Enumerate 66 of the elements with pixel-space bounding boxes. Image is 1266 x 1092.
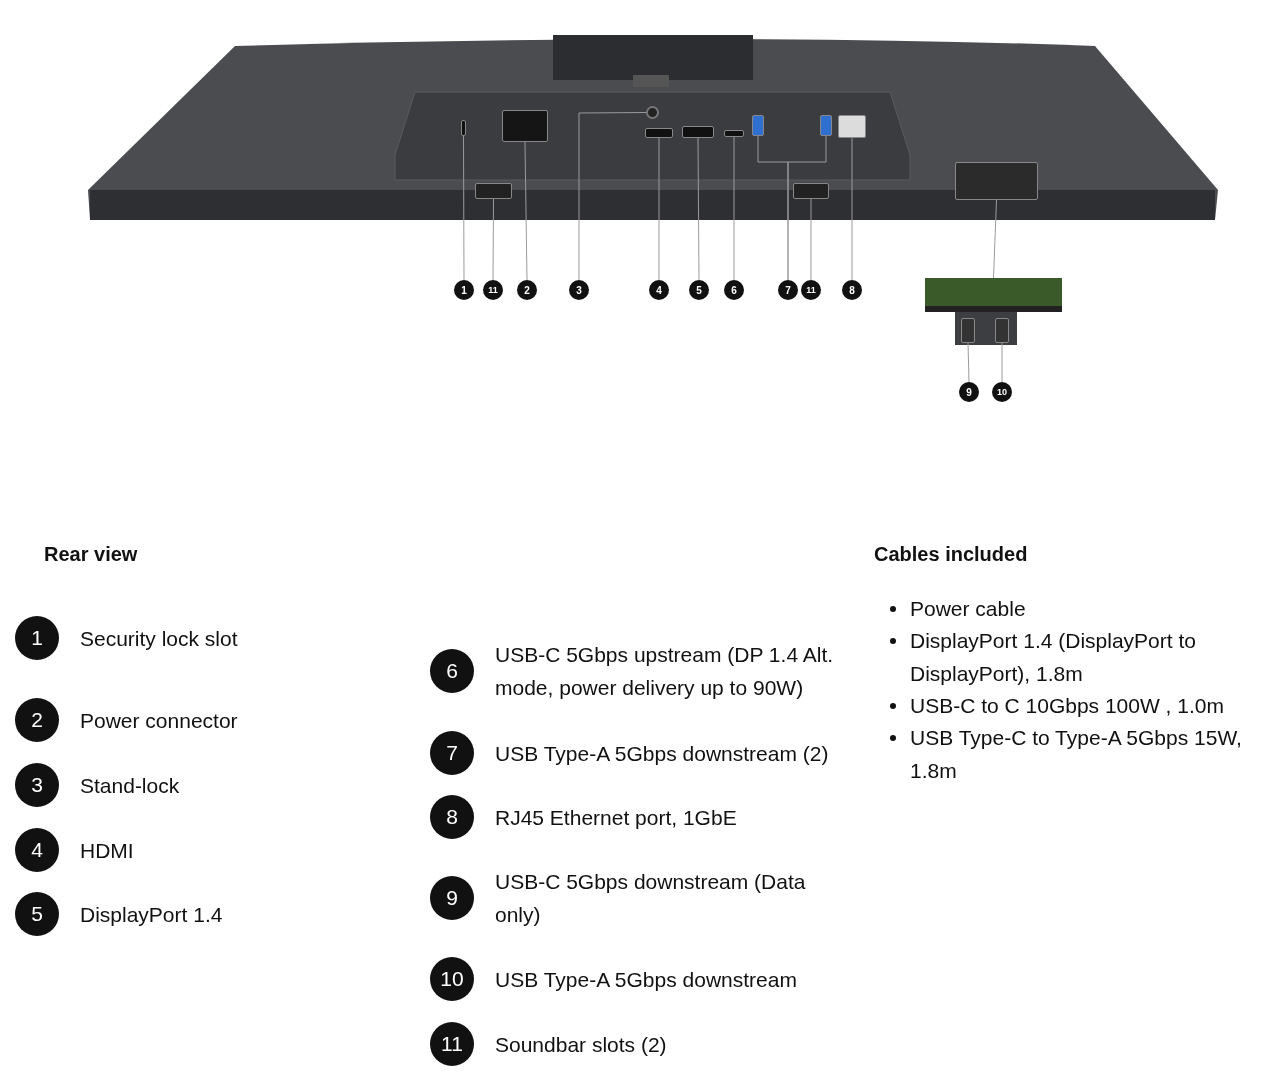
usb-a-port	[995, 318, 1009, 343]
callout-number: 4	[15, 828, 59, 872]
leader-line	[787, 135, 827, 281]
part-description: RJ45 Ethernet port, 1GbE	[495, 804, 738, 831]
part-description: USB Type-A 5Gbps downstream	[495, 966, 798, 993]
callout-number: 4	[649, 280, 669, 300]
bullet-item: USB-C to C 10Gbps 100W , 1.0m	[890, 689, 1255, 722]
leader-line	[463, 135, 465, 281]
bullet-item: DisplayPort 1.4 (DisplayPort to DisplayPort), 1.8m	[890, 624, 1255, 690]
hdmi-port	[645, 128, 673, 138]
callout-number: 9	[430, 876, 474, 920]
part-description: USB Type-A 5Gbps downstream (2)	[495, 740, 830, 767]
callout-number: 9	[959, 382, 979, 402]
callout-number: 5	[689, 280, 709, 300]
callout-number: 2	[517, 280, 537, 300]
callout-number: 6	[724, 280, 744, 300]
callout-number: 6	[430, 649, 474, 693]
displayport-port	[682, 126, 714, 138]
leader-line	[658, 137, 660, 281]
usb-c-port	[724, 130, 744, 137]
callout-number: 8	[842, 280, 862, 300]
soundbar-slot	[475, 183, 512, 199]
usb-c-port	[961, 318, 975, 343]
callout-number: 1	[454, 280, 474, 300]
callout-number: 3	[15, 763, 59, 807]
part-description: USB-C 5Gbps upstream (DP 1.4 Alt. mode, power delivery up to 90W)	[495, 642, 835, 701]
callout-number: 10	[430, 957, 474, 1001]
leader-line	[733, 136, 735, 281]
part-description: Stand-lock	[80, 772, 181, 799]
callout-number: 8	[430, 795, 474, 839]
callout-number: 1	[15, 616, 59, 660]
callout-number: 7	[430, 731, 474, 775]
callout-number: 11	[801, 280, 821, 300]
part-description: DisplayPort 1.4	[80, 901, 224, 928]
part-description: Soundbar slots (2)	[495, 1031, 668, 1058]
callout-number: 10	[992, 382, 1012, 402]
ethernet-port	[838, 115, 866, 138]
part-description: HDMI	[80, 837, 135, 864]
leader-line	[492, 198, 494, 281]
bullet-item: USB Type-C to Type-A 5Gbps 15W, 1.8m	[890, 721, 1255, 787]
usb-a-port	[752, 115, 764, 136]
power-connector	[502, 110, 548, 142]
callout-number: 2	[15, 698, 59, 742]
leader-line	[1001, 342, 1003, 383]
section-heading: Rear view	[44, 542, 138, 567]
callout-number: 5	[15, 892, 59, 936]
callout-number: 3	[569, 280, 589, 300]
leader-line	[578, 112, 647, 281]
part-description: USB-C 5Gbps downstream (Data only)	[495, 869, 807, 928]
leader-line	[967, 342, 970, 383]
callout-number: 7	[778, 280, 798, 300]
leader-line	[851, 137, 853, 281]
usb-a-port	[820, 115, 832, 136]
leader-line	[524, 141, 528, 281]
leader-line	[993, 199, 997, 279]
callout-number: 11	[483, 280, 503, 300]
part-description: Security lock slot	[80, 625, 239, 652]
soundbar-slot	[793, 183, 829, 199]
lock-slot	[461, 120, 466, 136]
section-heading: Cables included	[874, 542, 1028, 567]
port-panel	[955, 162, 1038, 200]
part-description: Power connector	[80, 707, 239, 734]
leader-line	[810, 198, 812, 281]
bullet-item: Power cable	[890, 592, 1255, 625]
leader-line	[697, 137, 700, 281]
callout-number: 11	[430, 1022, 474, 1066]
